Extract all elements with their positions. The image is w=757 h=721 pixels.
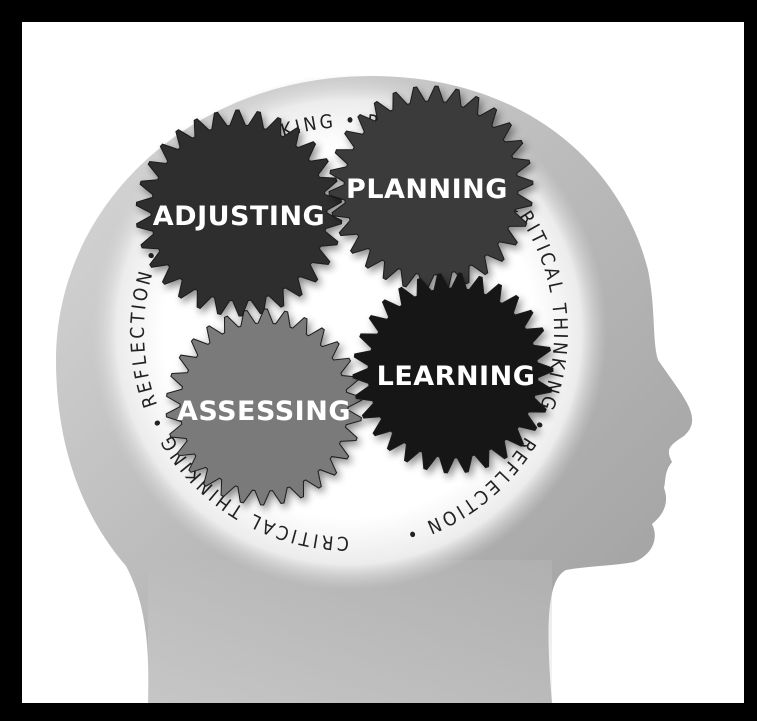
gear-adjusting — [135, 109, 343, 317]
gear-body-assessing — [165, 308, 363, 506]
gear-body-learning — [352, 272, 554, 474]
gear-label-planning: PLANNING — [346, 174, 508, 205]
gear-learning — [352, 272, 554, 474]
gear-label-assessing: ASSESSING — [177, 396, 351, 427]
gear-label-adjusting: ADJUSTING — [153, 201, 325, 232]
gear-body-planning — [328, 85, 534, 291]
gear-planning — [328, 85, 534, 291]
gear-body-adjusting — [135, 109, 343, 317]
gear-assessing — [165, 308, 363, 506]
gear-label-learning: LEARNING — [377, 361, 536, 392]
